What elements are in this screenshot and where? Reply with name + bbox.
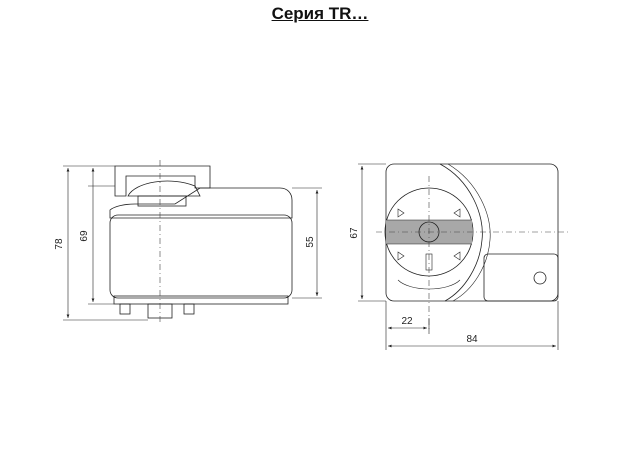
front-cover-curve-inner <box>447 163 491 302</box>
dim-label-22: 22 <box>401 316 413 327</box>
side-top-cover <box>109 187 293 219</box>
dim-label-84: 84 <box>466 334 478 345</box>
front-cover-curve <box>439 163 483 302</box>
side-base <box>113 295 289 305</box>
front-arrow-icon-top-left <box>397 208 405 218</box>
front-cable-entry-icon <box>533 271 547 285</box>
dim-label-55: 55 <box>305 236 316 248</box>
front-terminal-block <box>483 253 559 302</box>
dim-label-78: 78 <box>54 238 65 250</box>
side-neck <box>137 195 187 207</box>
dim-label-67: 67 <box>349 227 360 239</box>
front-view: 67 22 84 <box>349 163 568 350</box>
dim-label-69: 69 <box>79 230 90 242</box>
side-view: 78 69 55 <box>54 160 322 325</box>
side-clamp-knob <box>127 180 201 197</box>
page-title: Серия TR… <box>271 4 369 23</box>
side-foot-right <box>183 303 195 315</box>
front-dial-arc <box>397 279 461 290</box>
side-clamp-bracket <box>114 165 211 197</box>
side-foot-left <box>119 303 131 315</box>
front-arrow-icon-bottom-left <box>397 251 405 261</box>
side-housing <box>109 214 293 299</box>
front-arrow-icon-bottom-right <box>453 251 461 261</box>
front-arrow-icon-top-right <box>453 208 461 218</box>
